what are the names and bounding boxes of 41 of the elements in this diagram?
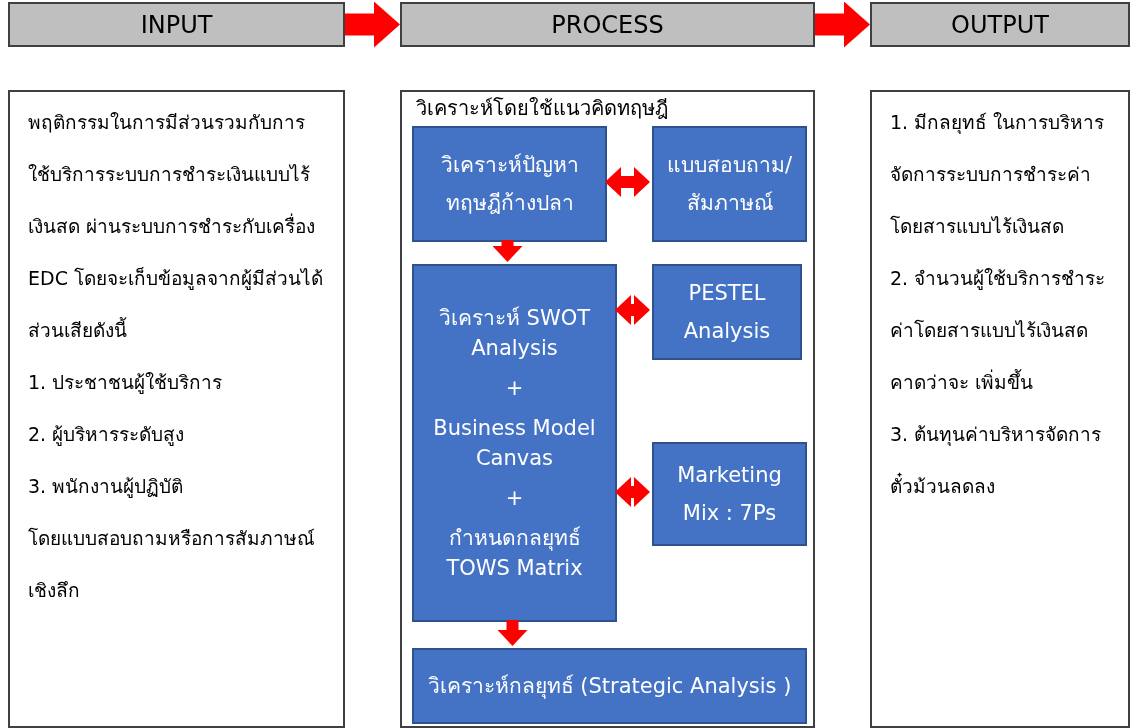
block-arrow bbox=[615, 295, 650, 325]
box-text: วิเคราะห์กลยุทธ์ (Strategic Analysis ) bbox=[427, 673, 792, 701]
block-arrow bbox=[615, 477, 650, 507]
block-arrow bbox=[815, 1, 870, 48]
column-box bbox=[400, 90, 815, 728]
header-title: OUTPUT bbox=[951, 9, 1049, 41]
process-box bbox=[652, 264, 802, 360]
block-arrow bbox=[497, 620, 528, 646]
process-box bbox=[412, 126, 607, 242]
header-title: PROCESS bbox=[551, 9, 664, 41]
block-arrow bbox=[605, 167, 650, 197]
process-box bbox=[652, 442, 807, 546]
process-box bbox=[652, 126, 807, 242]
list-item: โดยแบบสอบถามหรือการสัมภาษณ์เชิงลึก bbox=[28, 526, 316, 603]
list-item: 2. จำนวนผู้ใช้บริการชำระค่าโดยสารแบบไร้เงินสดคาดว่าจะ เพิ่มขึ้น bbox=[890, 266, 1107, 395]
box-text: Marketing Mix : 7Ps bbox=[676, 462, 783, 527]
box-text: กำหนดกลยุทธ์ TOWS Matrix bbox=[445, 525, 584, 582]
block-arrow bbox=[492, 240, 523, 262]
box-text: วิเคราะห์ปัญหาทฤษฎีก้างปลา bbox=[439, 152, 580, 217]
list-item: 2. ผู้บริหารระดับสูง bbox=[28, 422, 186, 448]
header-title: INPUT bbox=[140, 9, 213, 41]
list-item: 3. ต้นทุนค่าบริหารจัดการตั๋วม้วนลดลง bbox=[890, 422, 1103, 499]
section-heading: วิเคราะห์โดยใช้แนวคิดทฤษฎี bbox=[416, 95, 668, 122]
header-box bbox=[400, 2, 815, 47]
box-text: PESTEL Analysis bbox=[682, 280, 772, 345]
box-text: แบบสอบถาม/สัมภาษณ์ bbox=[666, 152, 793, 217]
header-box bbox=[8, 2, 345, 47]
list-item: 1. ประชาชนผู้ใช้บริการ bbox=[28, 370, 224, 396]
box-text: + bbox=[505, 485, 524, 512]
box-text: วิเคราะห์ SWOT Analysis bbox=[437, 305, 592, 362]
process-box bbox=[412, 264, 617, 622]
description-text: พฤติกรรมในการมีส่วนรวมกับการใช้บริการระบบการชำระเงินแบบไร้เงินสด ผ่านระบบการชำระกับเครื่อง EDC โดยจะเก็บข้อมูลจากผู้มีส่วนได้ส่วนเสียดังนี้ bbox=[28, 110, 324, 343]
process-box bbox=[412, 648, 807, 724]
column-box bbox=[8, 90, 345, 728]
column-box bbox=[870, 90, 1130, 728]
header-box bbox=[870, 2, 1130, 47]
block-arrow bbox=[345, 1, 400, 48]
box-text: Business Model Canvas bbox=[432, 415, 597, 472]
list-item: 3. พนักงานผู้ปฏิบัติ bbox=[28, 474, 185, 500]
box-text: + bbox=[505, 375, 524, 402]
description-text: 1. มีกลยุทธ์ ในการบริหารจัดการระบบการชำระค่าโดยสารแบบไร้เงินสด bbox=[890, 110, 1106, 239]
